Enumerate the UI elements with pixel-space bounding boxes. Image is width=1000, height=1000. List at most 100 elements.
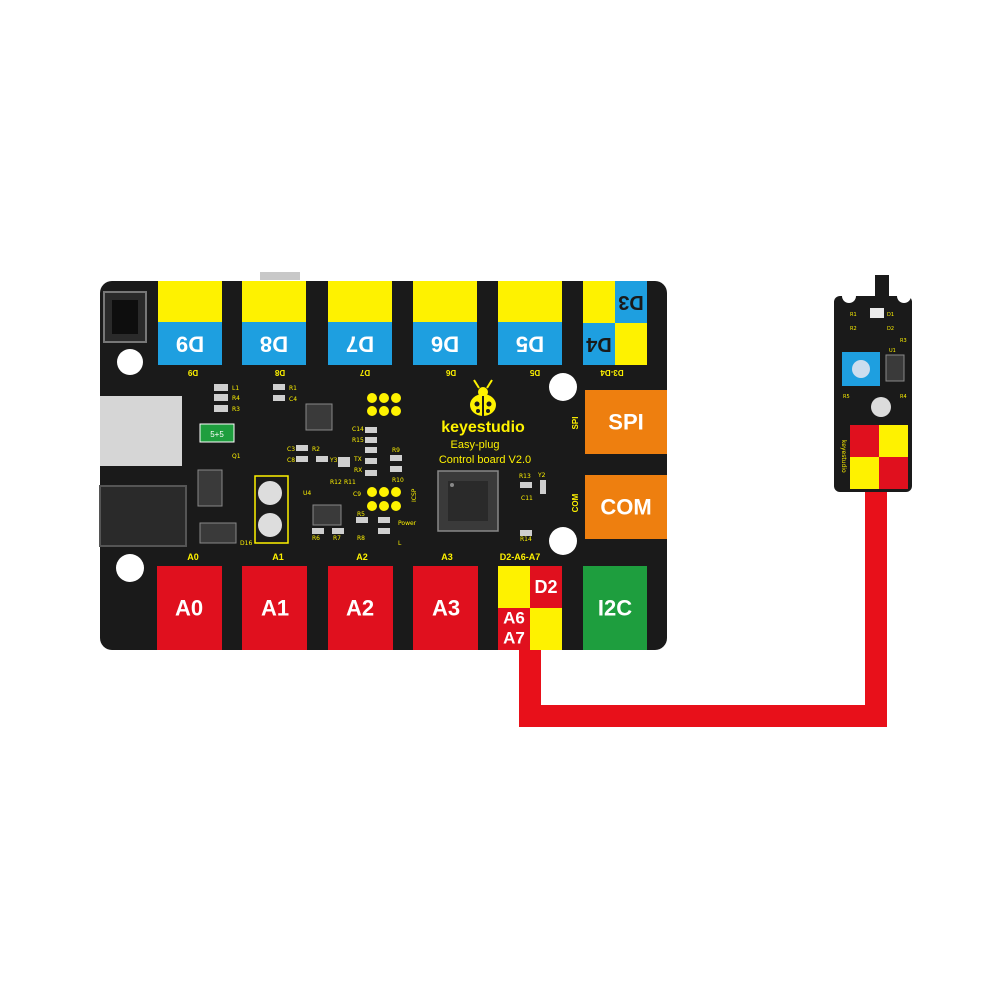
port-d5[interactable]: D5 (498, 281, 562, 365)
port-d7[interactable]: D7 (328, 281, 392, 365)
smd-parts (214, 384, 546, 536)
silk-d3-d4: D3-D4 (600, 368, 624, 377)
fuse (199, 423, 235, 443)
port-d6[interactable]: D6 (413, 281, 477, 365)
serial-header (367, 393, 401, 416)
silk-r8: R8 (357, 535, 365, 542)
port-d8-label: D8 (260, 332, 288, 357)
port-a2[interactable]: A2 (328, 566, 393, 650)
port-d6-label: D6 (431, 332, 459, 357)
silk-u4: U4 (303, 490, 311, 497)
silk-q1: Q1 (232, 453, 241, 460)
capacitor-outline (254, 475, 289, 544)
sensor-silk-d1: D1 (887, 312, 894, 318)
u4-chip (312, 504, 342, 526)
fuse-label: 5+5 (210, 430, 224, 439)
silk-d9: D9 (187, 368, 198, 377)
port-a3[interactable]: A3 (413, 566, 478, 650)
silk-r11: R11 (344, 479, 356, 486)
sensor-connector-red-2 (879, 457, 908, 489)
port-a0[interactable]: A0 (157, 566, 222, 650)
bottom-silk-labels: A0 A1 A2 A3 D2-A6-A7 (187, 552, 540, 562)
sensor-led-pair (870, 308, 884, 318)
sensor-silk-r4: R4 (900, 394, 907, 400)
silk-r7: R7 (333, 535, 341, 542)
silk-a0: A0 (187, 552, 199, 562)
silk-r3: R3 (232, 406, 240, 413)
port-a2-label: A2 (346, 596, 374, 621)
port-a0-label: A0 (175, 596, 203, 621)
silk-r6: R6 (312, 535, 320, 542)
port-d3-d4[interactable]: D3 D4 (583, 281, 647, 365)
silk-r12: R12 (330, 479, 342, 486)
mount-hole-tl (117, 349, 143, 375)
silk-c3: C3 (287, 446, 295, 453)
silk-c9: C9 (353, 491, 361, 498)
silk-d2-a6-a7: D2-A6-A7 (500, 552, 541, 562)
port-i2c[interactable]: I2C (583, 566, 647, 650)
microcontroller-chip (437, 470, 499, 532)
diode-d16 (199, 522, 237, 544)
silk-d6: D6 (445, 368, 456, 377)
silk-y3: Y3 (329, 457, 338, 464)
silk-d16: D16 (240, 540, 252, 547)
capacitor-1 (258, 481, 282, 505)
silk-d8: D8 (274, 368, 285, 377)
port-com-label: COM (600, 495, 651, 520)
port-a7-label: A7 (503, 629, 525, 648)
sensor-hole-left (842, 289, 856, 303)
silk-a2: A2 (356, 552, 368, 562)
sensor-silk: R1 R2 D1 D2 R3 R4 U1 R5 (843, 312, 907, 400)
sensor-silk-r3: R3 (900, 338, 907, 344)
silk-r9: R9 (392, 447, 400, 454)
regulator (197, 469, 223, 507)
capacitor-2 (258, 513, 282, 537)
sensor-silk-u1: U1 (889, 348, 896, 354)
flame-sensor-module: R1 R2 D1 D2 R3 R4 U1 R5 keyestudio (834, 275, 912, 492)
silk-c4: C4 (289, 396, 297, 403)
top-header (260, 272, 300, 280)
port-spi[interactable]: SPI (585, 390, 667, 454)
silk-y2: Y2 (537, 472, 546, 479)
silk-r10: R10 (392, 477, 404, 484)
port-a1-label: A1 (261, 596, 289, 621)
port-a6-label: A6 (503, 609, 525, 628)
sensor-hole-right (897, 289, 911, 303)
silk-l1: L1 (232, 385, 239, 392)
silk-r1: R1 (289, 385, 297, 392)
port-d8[interactable]: D8 (242, 281, 306, 365)
board-subtitle-1: Easy-plug (451, 439, 500, 451)
brand-title: keyestudio (441, 419, 525, 436)
icsp-header (367, 487, 401, 511)
mount-hole-bl (116, 554, 144, 582)
board-subtitle-2: Control board V2.0 (439, 454, 531, 466)
sensor-brand-vertical: keyestudio (840, 440, 847, 473)
mount-hole-br (549, 527, 577, 555)
silk-spi: SPI (571, 417, 580, 430)
sensor-ir-led (875, 275, 889, 297)
silk-c8: C8 (287, 457, 295, 464)
control-board: D9 D8 D7 D6 D5 D3 D4 (99, 272, 667, 650)
port-spi-label: SPI (608, 410, 643, 435)
board-pcb (100, 281, 667, 650)
port-d9[interactable]: D9 (158, 281, 222, 365)
keyestudio-logo (470, 379, 496, 416)
silk-r14: R14 (520, 536, 532, 543)
silk-r15: R15 (352, 437, 364, 444)
port-d3-label: D3 (618, 291, 644, 313)
sensor-connector-red-1 (850, 425, 879, 457)
potentiometer-knob[interactable] (852, 360, 870, 378)
silk-l: L (398, 540, 402, 547)
port-com[interactable]: COM (585, 475, 667, 539)
comparator-chip (885, 354, 905, 382)
sensor-silk-d2: D2 (887, 326, 894, 332)
port-d4-label: D4 (585, 333, 611, 355)
silk-r13: R13 (519, 473, 531, 480)
silk-rx: RX (354, 467, 362, 474)
silk-r5: R5 (357, 511, 365, 518)
sensor-silk-r5: R5 (843, 394, 850, 400)
port-d2-a6-a7[interactable]: D2 A6 A7 (498, 566, 562, 650)
port-a1[interactable]: A1 (242, 566, 307, 650)
port-a3-label: A3 (432, 596, 460, 621)
